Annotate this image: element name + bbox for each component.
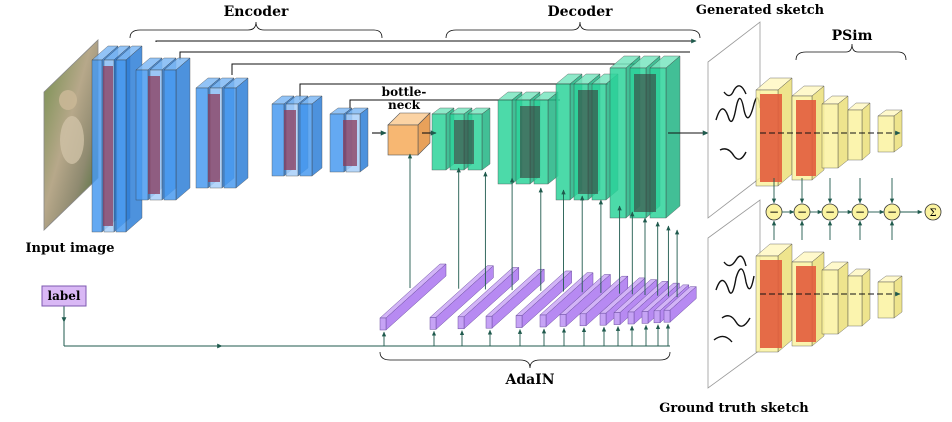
psim-title: PSim — [832, 28, 873, 44]
difference-node: − — [765, 203, 783, 221]
encoder-conv-plane — [343, 120, 357, 166]
generated-sketch-panel — [707, 21, 761, 219]
decoder-conv-plane — [454, 120, 474, 164]
label-box — [41, 285, 87, 307]
difference-node: − — [793, 203, 811, 221]
difference-node: − — [821, 203, 839, 221]
psim-conv-plane — [760, 260, 782, 348]
adain-slab — [379, 263, 447, 331]
adain-title: AdaIN — [504, 372, 554, 388]
label-box-text: label — [48, 289, 81, 303]
difference-nodes: −−−−−Σ — [765, 178, 942, 240]
label-connector — [61, 306, 670, 349]
encoder-layer — [223, 77, 249, 189]
psim-layer — [847, 268, 871, 327]
encoder-conv-plane — [208, 94, 220, 182]
decoder-conv-plane — [578, 90, 598, 194]
encoder-conv-plane — [103, 66, 113, 226]
encoder-title: Encoder — [224, 4, 289, 20]
sum-node: Σ — [924, 203, 942, 221]
encoder-conv-plane — [148, 76, 160, 194]
difference-node: − — [851, 203, 869, 221]
adain-slab — [457, 266, 520, 330]
decoder-brace — [445, 21, 701, 39]
psim-layer — [877, 109, 903, 153]
adain-slab — [579, 275, 629, 327]
svg-text:−: − — [769, 205, 779, 219]
ground-truth-sketch-title: Ground truth sketch — [659, 401, 809, 416]
adain-slab — [663, 286, 697, 323]
bottleneck-label-line1: bottle- — [382, 85, 427, 99]
encoder-conv-plane — [284, 110, 296, 170]
psim-brace — [795, 43, 907, 61]
svg-text:−: − — [797, 205, 807, 219]
svg-text:−: − — [855, 205, 865, 219]
psim-conv-plane — [760, 94, 782, 182]
psim-conv-plane — [796, 100, 816, 176]
svg-text:−: − — [887, 205, 897, 219]
bottleneck-label-line2: neck — [388, 98, 421, 112]
psim-layer — [877, 275, 903, 319]
ground-truth-sketch-panel — [707, 199, 761, 389]
psim-layer — [821, 95, 849, 169]
decoder-conv-plane — [520, 106, 540, 178]
encoder-layer — [163, 57, 191, 201]
difference-node: − — [883, 203, 901, 221]
encoder-brace — [129, 21, 383, 39]
psim-conv-plane — [796, 266, 816, 342]
adain-slab — [539, 272, 594, 328]
skip-connections — [155, 38, 697, 110]
adain-slab — [485, 268, 545, 329]
adain-slab — [515, 270, 573, 329]
adain-brace — [379, 351, 671, 369]
adain-slab — [429, 265, 495, 330]
svg-text:Σ: Σ — [929, 208, 936, 219]
generated-sketch-title: Generated sketch — [696, 3, 825, 18]
decoder-title: Decoder — [548, 4, 614, 20]
psim-layer — [821, 261, 849, 335]
input-image-label: Input image — [25, 241, 114, 256]
psim-network — [755, 77, 903, 353]
svg-text:−: − — [825, 205, 835, 219]
input-image — [43, 39, 99, 231]
adain-slab — [559, 273, 612, 327]
psim-layer — [847, 102, 871, 161]
decoder-conv-plane — [634, 74, 656, 212]
encoder-blocks — [91, 45, 369, 233]
encoder-layer — [299, 95, 323, 177]
decoder-blocks — [431, 55, 681, 219]
bottleneck-cube — [387, 112, 431, 156]
adain-blocks — [379, 153, 697, 346]
